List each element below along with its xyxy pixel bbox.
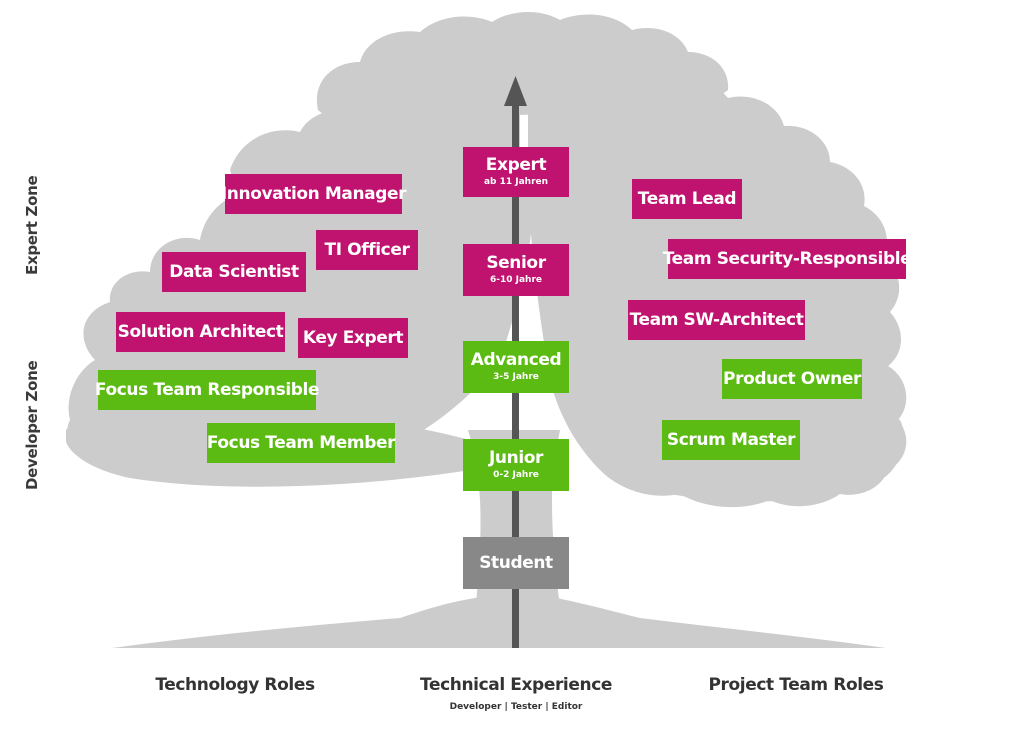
role-data-scientist: Data Scientist	[162, 252, 306, 292]
role-team-lead: Team Lead	[632, 179, 742, 219]
role-team-security-responsible: Team Security-Responsible	[663, 239, 912, 279]
level-advanced-title: Advanced	[470, 349, 562, 370]
role-scrum-master: Scrum Master	[662, 420, 800, 460]
level-junior-sub: 0-2 Jahre	[493, 470, 539, 481]
level-expert-sub: ab 11 Jahren	[483, 177, 549, 188]
technology-roles-label: Technology Roles	[155, 675, 315, 695]
level-senior-title: Senior	[486, 252, 546, 273]
role-team-sw-architect: Team SW-Architect	[628, 300, 805, 340]
level-senior-sub: 6-10 Jahre	[489, 275, 543, 286]
level-junior: Junior 0-2 Jahre	[463, 439, 569, 491]
level-expert: Expert ab 11 Jahren	[463, 147, 569, 197]
level-advanced: Advanced 3-5 Jahre	[463, 341, 569, 393]
technical-experience-sublabel: Developer | Tester | Editor	[449, 702, 583, 712]
expert-zone-label: Expert Zone	[23, 175, 41, 275]
role-focus-team-member: Focus Team Member	[207, 423, 396, 463]
level-senior: Senior 6-10 Jahre	[463, 244, 569, 296]
technical-experience-label: Technical Experience	[420, 675, 612, 695]
role-key-expert: Key Expert	[298, 318, 408, 358]
role-solution-architect: Solution Architect	[116, 312, 285, 352]
role-innovation-manager: Innovation Manager	[221, 174, 407, 214]
level-expert-title: Expert	[485, 154, 547, 175]
role-ti-officer: TI Officer	[316, 230, 418, 270]
project-team-roles-label: Project Team Roles	[708, 675, 884, 695]
level-student-title: Student	[479, 552, 553, 573]
role-focus-team-responsible: Focus Team Responsible	[95, 370, 319, 410]
role-product-owner: Product Owner	[722, 359, 862, 399]
level-student: Student	[463, 537, 569, 589]
developer-zone-label: Developer Zone	[23, 360, 41, 490]
level-advanced-sub: 3-5 Jahre	[493, 372, 539, 383]
level-junior-title: Junior	[488, 447, 544, 468]
